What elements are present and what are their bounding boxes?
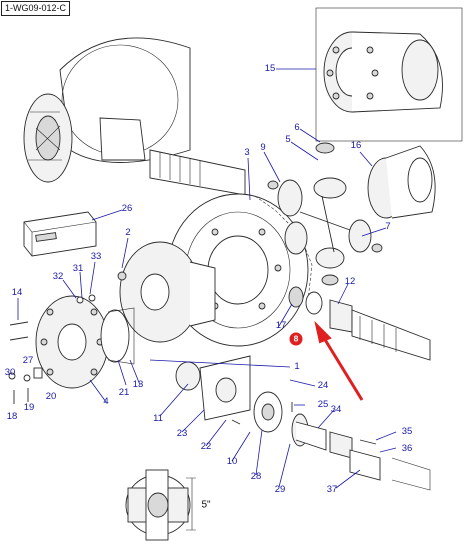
callout-20: 20 bbox=[45, 391, 57, 402]
callout-35: 35 bbox=[401, 426, 413, 437]
callout-2: 2 bbox=[125, 227, 131, 238]
callout-34: 34 bbox=[330, 404, 342, 415]
callout-30: 30 bbox=[4, 367, 16, 378]
callout-1: 1 bbox=[294, 361, 300, 372]
callout-37: 37 bbox=[326, 484, 338, 495]
callout-29: 29 bbox=[274, 484, 286, 495]
callout-13: 13 bbox=[132, 379, 144, 390]
diff-housing-right bbox=[367, 145, 436, 219]
callout-19: 19 bbox=[23, 402, 35, 413]
callout-24: 24 bbox=[317, 380, 329, 391]
callout-9: 9 bbox=[260, 142, 266, 153]
dimension-label: 5" bbox=[201, 499, 211, 511]
callout-36: 36 bbox=[401, 443, 413, 454]
callout-25: 25 bbox=[317, 399, 329, 410]
callout-28: 28 bbox=[250, 471, 262, 482]
inset-frame bbox=[315, 7, 463, 142]
callout-23: 23 bbox=[176, 428, 188, 439]
callout-14: 14 bbox=[11, 287, 23, 298]
callout-6: 6 bbox=[294, 122, 300, 133]
callout-11: 11 bbox=[153, 413, 163, 424]
callout-5: 5 bbox=[285, 134, 291, 145]
callout-leaders bbox=[17, 68, 397, 489]
assembled-differential bbox=[23, 37, 246, 196]
red-indicator-arrow bbox=[314, 320, 364, 401]
spider-gear-set bbox=[267, 142, 383, 286]
diagram-code: 1-WG09-012-C bbox=[1, 1, 71, 16]
gasket-kit-box bbox=[23, 211, 97, 257]
diff-housing-half bbox=[119, 241, 216, 343]
callout-18: 18 bbox=[6, 411, 18, 422]
callout-31: 31 bbox=[72, 263, 84, 274]
left-flange bbox=[8, 271, 135, 404]
callout-27: 27 bbox=[22, 355, 34, 366]
callout-16: 16 bbox=[350, 140, 362, 151]
callout-22: 22 bbox=[200, 441, 212, 452]
dimension-sketch bbox=[125, 469, 196, 541]
callout-21: 21 bbox=[118, 387, 130, 398]
pinion-shaft bbox=[288, 286, 431, 361]
callout-4: 4 bbox=[103, 396, 109, 407]
callout-12: 12 bbox=[344, 276, 356, 287]
callout-33: 33 bbox=[90, 251, 102, 262]
callout-26: 26 bbox=[121, 203, 133, 214]
callout-3: 3 bbox=[244, 147, 250, 158]
output-carrier bbox=[175, 355, 431, 491]
callout-7: 7 bbox=[385, 221, 391, 232]
callout-15: 15 bbox=[264, 63, 276, 74]
highlight-badge-8: 8 bbox=[289, 332, 303, 346]
callout-17: 17 bbox=[275, 320, 287, 331]
callout-32: 32 bbox=[52, 271, 64, 282]
callout-10: 10 bbox=[226, 456, 238, 467]
